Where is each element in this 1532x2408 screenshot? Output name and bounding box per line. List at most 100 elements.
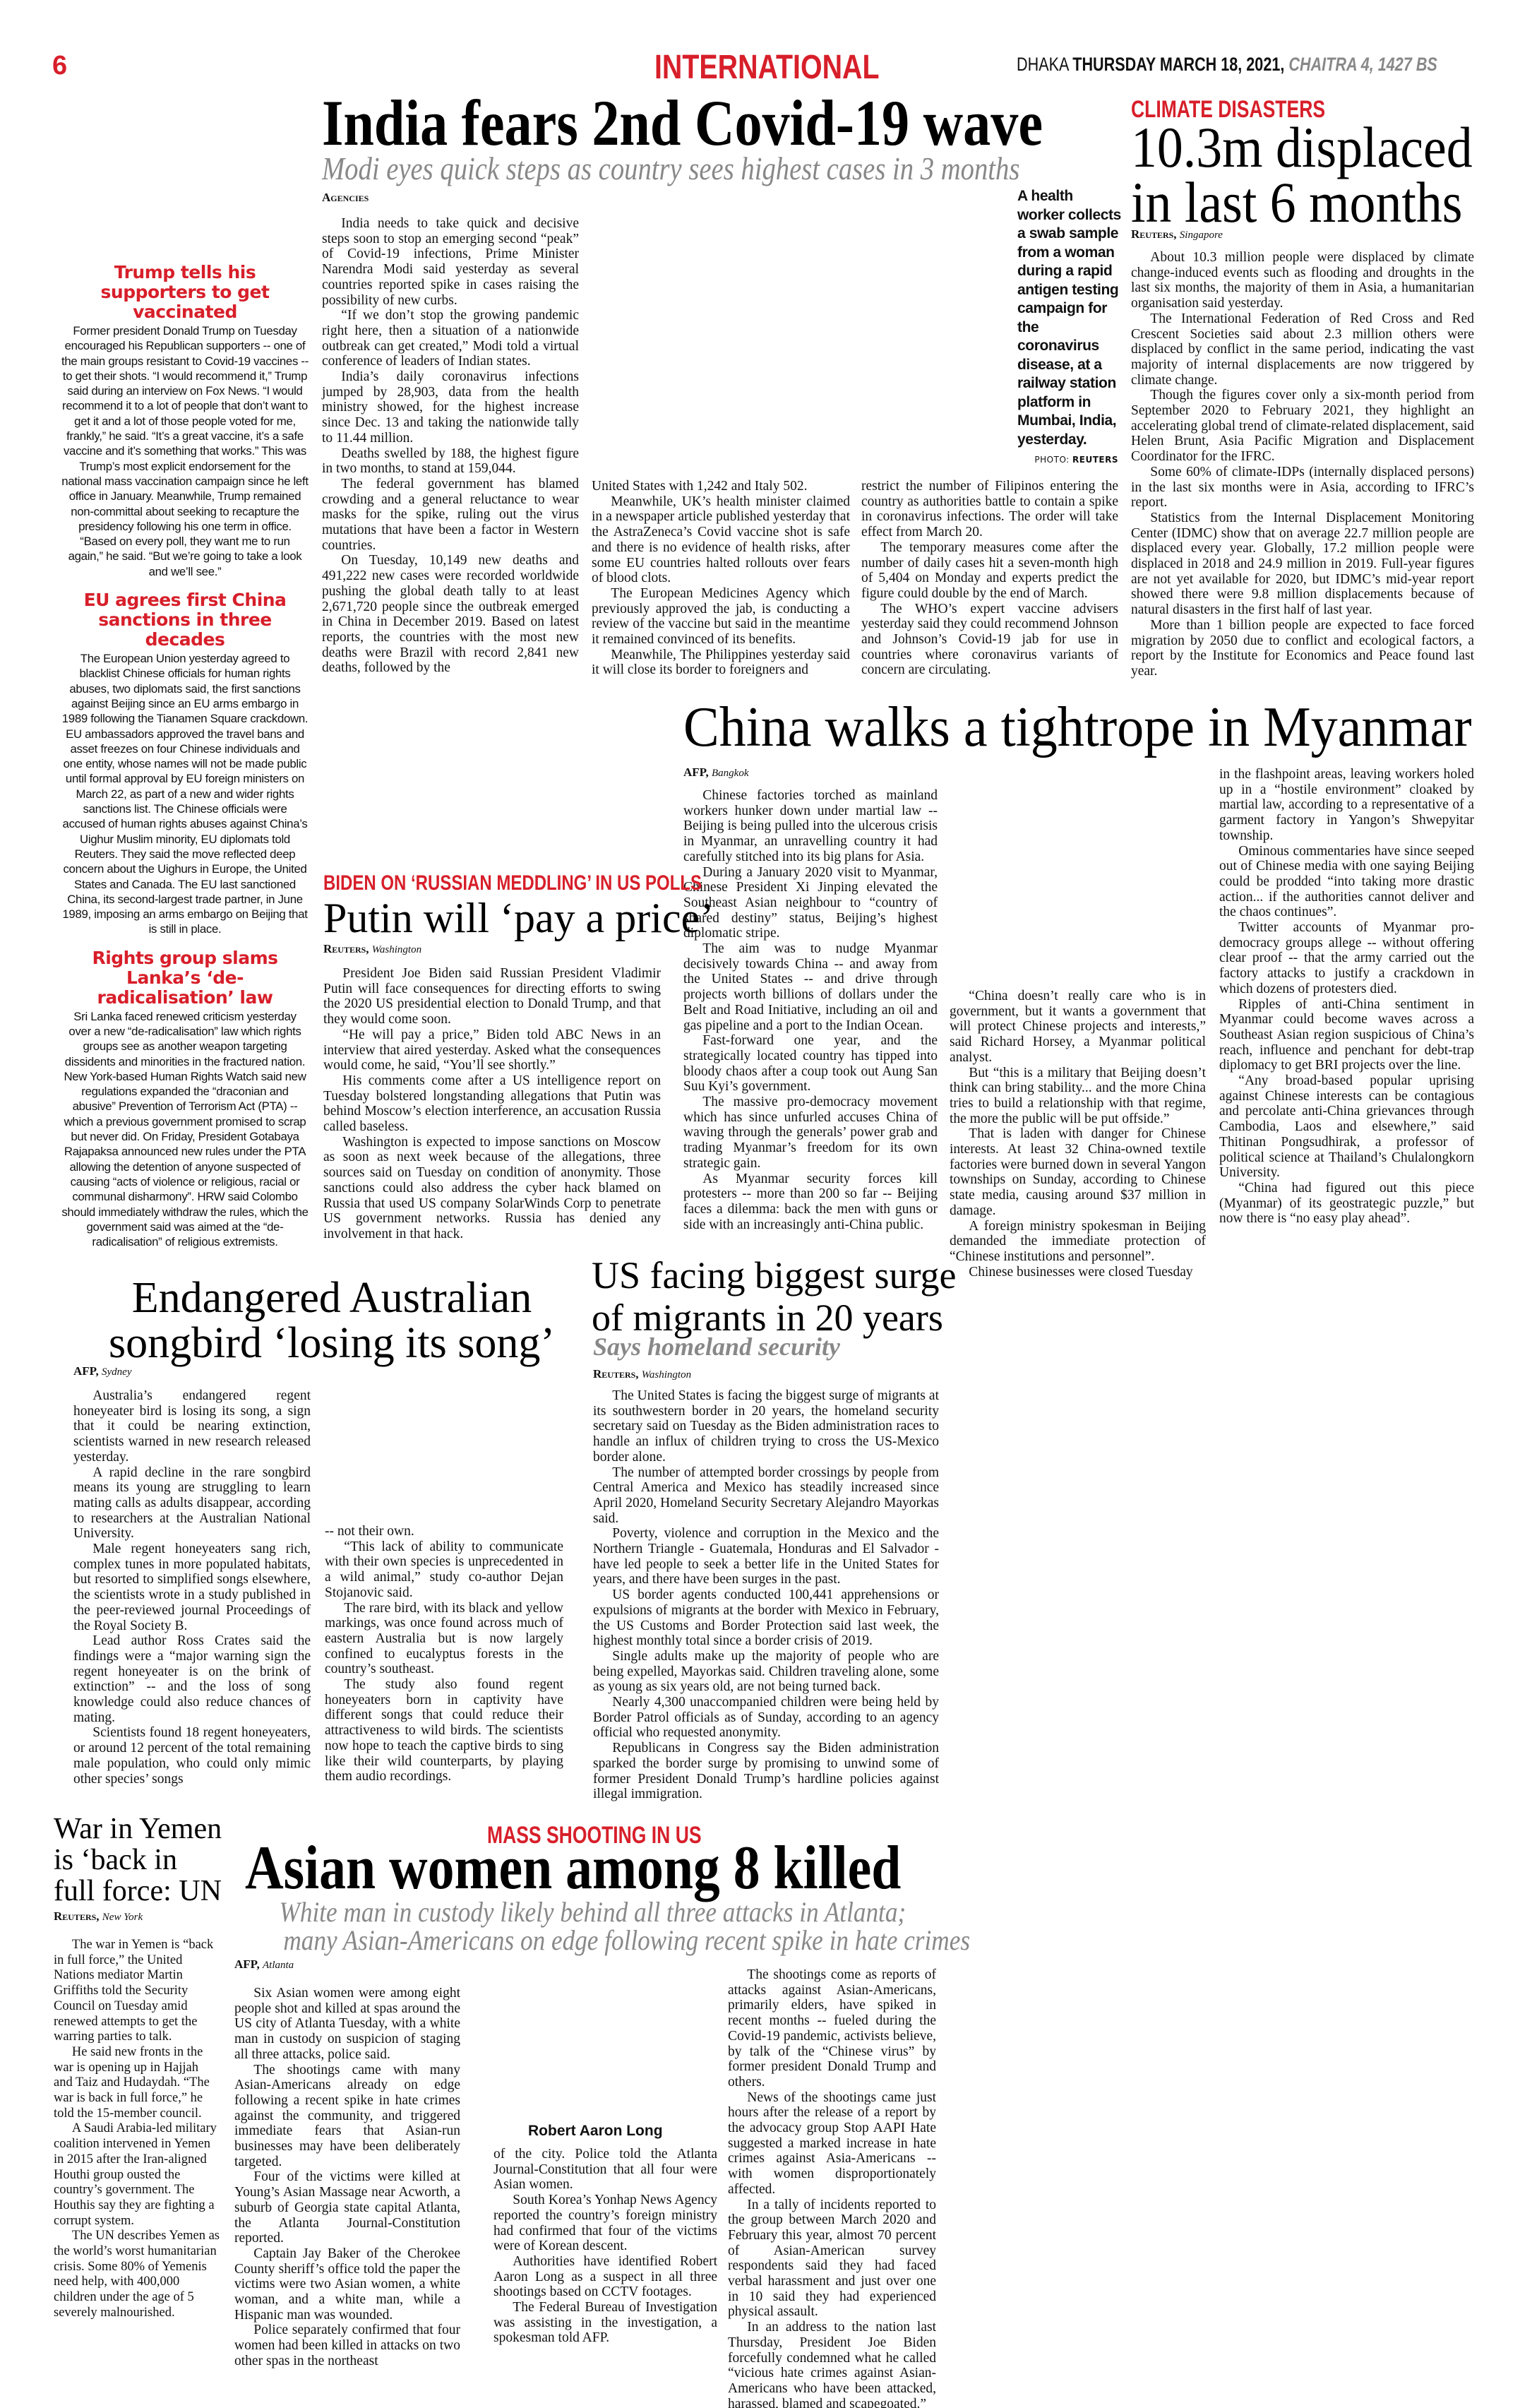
paragraph: “China doesn’t really care who is in gov…: [950, 989, 1206, 1065]
paragraph: Some 60% of climate-IDPs (internally dis…: [1131, 464, 1474, 511]
news-briefs-sidebar: Trump tells his supporters to get vaccin…: [61, 263, 309, 1260]
paragraph: “If we don’t stop the growing pandemic r…: [322, 308, 579, 369]
paragraph: Ominous commentaries have since seeped o…: [1219, 843, 1474, 920]
india-column-1: India needs to take quick and decisive s…: [322, 216, 579, 676]
paragraph: The war in Yemen is “back in full force,…: [54, 1938, 214, 2044]
paragraph: Fast-forward one year, and the strategic…: [683, 1033, 938, 1095]
paragraph: of the city. Police told the Atlanta Jou…: [493, 2147, 717, 2193]
paragraph: Ripples of anti-China sentiment in Myanm…: [1219, 996, 1474, 1073]
paragraph: Deaths swelled by 188, the highest figur…: [322, 446, 579, 477]
paragraph: Poverty, violence and corruption in the …: [593, 1526, 939, 1587]
dateline-date: THURSDAY MARCH 18, 2021,: [1072, 54, 1285, 75]
paragraph: -- not their own.: [325, 1524, 414, 1539]
paragraph: Meanwhile, UK’s health minister claimed …: [592, 494, 850, 586]
putin-kicker: BIDEN ON ‘RUSSIAN MEDDLING’ IN US POLLS: [323, 871, 702, 895]
agency-name: AFP,: [73, 1364, 99, 1378]
paragraph: The European Medicines Agency which prev…: [592, 585, 850, 648]
paragraph: Statistics from the Internal Displacemen…: [1131, 510, 1474, 618]
dateline-city: DHAKA: [1017, 54, 1069, 75]
india-photo-credit: PHOTO: REUTERS: [1017, 455, 1118, 465]
paragraph: The rare bird, with its black and yellow…: [325, 1600, 563, 1677]
india-column-2: United States with 1,242 and Italy 502.M…: [592, 479, 850, 678]
agency-name: Reuters,: [1131, 227, 1177, 241]
credit-label: PHOTO:: [1034, 455, 1070, 465]
headline-line: 10.3m displaced: [1131, 115, 1473, 179]
dateline-place: Atlanta: [263, 1960, 294, 1971]
putin-headline: Putin will ‘pay a price’: [323, 895, 714, 941]
headline-line: War in Yemen: [54, 1813, 222, 1845]
yemen-byline: Reuters, New York: [54, 1909, 143, 1924]
songbird-column-2: -- not their own.“This lack of ability t…: [325, 1524, 563, 1784]
paragraph: The United States is facing the biggest …: [593, 1388, 939, 1465]
credit-source: REUTERS: [1072, 455, 1118, 465]
songbird-byline: AFP, Sydney: [73, 1364, 131, 1378]
india-column-3: restrict the number of Filipinos enterin…: [861, 479, 1118, 678]
paragraph: Four of the victims were killed at Young…: [234, 2169, 460, 2246]
brief-headline: Rights group slams Lanka’s ‘de-radicalis…: [92, 947, 278, 1008]
paragraph: The massive pro-democracy movement which…: [683, 1095, 938, 1171]
india-headline: India fears 2nd Covid-19 wave: [322, 87, 1043, 159]
paragraph: Twitter accounts of Myanmar pro-democrac…: [1219, 920, 1474, 996]
paragraph: His comments come after a US intelligenc…: [323, 1073, 661, 1135]
headline-line: songbird ‘losing its song’: [108, 1319, 556, 1367]
paragraph: The International Federation of Red Cros…: [1131, 311, 1474, 388]
paragraph: He said new fronts in the war is opening…: [54, 2044, 210, 2121]
paragraph: Male regent honeyeaters sang rich, compl…: [73, 1542, 311, 1633]
brief-eu-china: EU agrees first China sanctions in three…: [61, 590, 309, 937]
climate-body: About 10.3 million people were displaced…: [1131, 250, 1474, 679]
paragraph: India needs to take quick and decisive s…: [322, 216, 579, 308]
agency-name: AFP,: [683, 765, 709, 779]
dateline-bangla-date: CHAITRA 4, 1427 BS: [1288, 54, 1437, 75]
paragraph: Six Asian women were among eight people …: [234, 1986, 460, 2062]
paragraph: Scientists found 18 regent honeyeaters, …: [73, 1725, 311, 1787]
paragraph: Australia’s endangered regent honeyeater…: [73, 1388, 311, 1465]
suspect-photo-caption: Robert Aaron Long: [528, 2123, 663, 2139]
migrants-headline: US facing biggest surge of migrants in 2…: [592, 1254, 956, 1339]
shooting-kicker: MASS SHOOTING IN US: [487, 1822, 702, 1849]
songbird-headline: Endangered Australian songbird ‘losing i…: [99, 1275, 565, 1366]
suspect-photo: [493, 1977, 717, 2118]
brief-text: Former president Donald Trump on Tuesday…: [61, 324, 309, 578]
climate-kicker: CLIMATE DISASTERS: [1131, 96, 1326, 123]
paragraph: Lead author Ross Crates said the finding…: [73, 1633, 311, 1725]
paragraph: Republicans in Congress say the Biden ad…: [593, 1741, 939, 1802]
headline-line: full force: UN: [54, 1875, 222, 1907]
paragraph: restrict the number of Filipinos enterin…: [861, 479, 1118, 540]
subhead-line: many Asian-Americans on edge following r…: [283, 1924, 971, 1956]
paragraph: The study also found regent honeyeaters …: [325, 1677, 563, 1784]
paragraph: President Joe Biden said Russian Preside…: [323, 966, 661, 1027]
subhead-line: White man in custody likely behind all t…: [279, 1896, 906, 1928]
paragraph: As Myanmar security forces kill proteste…: [683, 1171, 938, 1232]
paragraph: Single adults make up the majority of pe…: [593, 1648, 939, 1695]
paragraph: In a tally of incidents reported to the …: [728, 2197, 936, 2320]
migrants-subhead: Says homeland security: [593, 1333, 841, 1361]
headline-line: in last 6 months: [1131, 170, 1463, 234]
paragraph: That is laden with danger for Chinese in…: [950, 1126, 1206, 1218]
dateline-place: New York: [102, 1912, 143, 1923]
paragraph: The federal government has blamed crowdi…: [322, 476, 579, 553]
paragraph: “Any broad-based popular uprising agains…: [1219, 1073, 1474, 1181]
brief-trump: Trump tells his supporters to get vaccin…: [61, 263, 309, 579]
india-photo: [592, 205, 1010, 466]
agency-name: Reuters,: [593, 1367, 639, 1381]
paragraph: About 10.3 million people were displaced…: [1131, 250, 1474, 311]
paragraph: “China had figured out this piece (Myanm…: [1219, 1180, 1474, 1227]
migrants-byline: Reuters, Washington: [593, 1367, 691, 1381]
paragraph: Authorities have identified Robert Aaron…: [493, 2253, 717, 2300]
paragraph: The WHO’s expert vaccine advisers yester…: [861, 601, 1118, 678]
paragraph: News of the shootings came just hours af…: [728, 2090, 936, 2197]
dateline-place: Washington: [641, 1369, 692, 1381]
paragraph: Police separately confirmed that four wo…: [234, 2323, 460, 2368]
shooting-column-3: The shootings come as reports of attacks…: [728, 1967, 936, 2408]
climate-byline: Reuters, Singapore: [1131, 227, 1223, 242]
putin-body: President Joe Biden said Russian Preside…: [323, 966, 661, 1242]
paragraph: “This lack of ability to communicate wit…: [325, 1539, 563, 1600]
india-photo-caption: A health worker collects a swab sample f…: [1017, 188, 1121, 448]
headline-line: US facing biggest surge: [592, 1254, 957, 1297]
paragraph: in the flashpoint areas, leaving workers…: [1219, 767, 1474, 843]
agency-name: Reuters,: [54, 1909, 100, 1923]
paragraph: The aim was to nudge Myanmar decisively …: [683, 941, 938, 1033]
paragraph: But “this is a military that Beijing doe…: [950, 1065, 1206, 1126]
paragraph: South Korea’s Yonhap News Agency reporte…: [493, 2193, 717, 2254]
